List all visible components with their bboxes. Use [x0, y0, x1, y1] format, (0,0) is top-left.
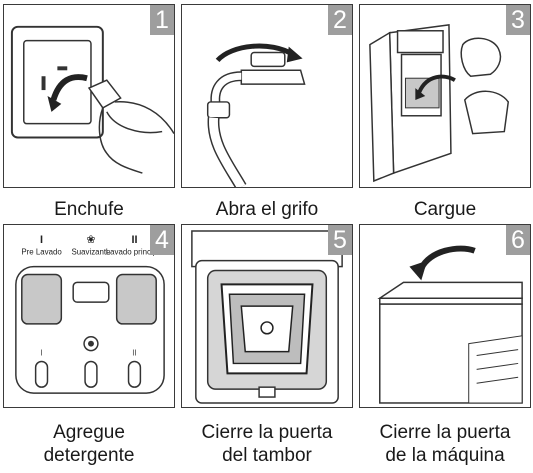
- step-4-panel: I Pre Lavado ❀ Suavizante II Lavado prin…: [3, 224, 175, 408]
- slot-mark-1: I: [40, 349, 42, 358]
- faucet-handle: [250, 51, 286, 68]
- cable: [98, 107, 143, 174]
- close-arrow: [418, 245, 476, 271]
- step-3-caption: Cargue: [413, 199, 477, 220]
- step-number-badge: 1: [150, 5, 174, 35]
- pre-wash-label: Pre Lavado: [21, 248, 62, 257]
- step-number-badge: 3: [506, 5, 530, 35]
- step-3-panel: 3: [359, 4, 531, 188]
- step-5-panel: 5: [181, 224, 353, 408]
- step-number-badge: 5: [328, 225, 352, 255]
- drum-door-illustration: [191, 230, 343, 404]
- turn-arrow: [215, 43, 295, 63]
- step-number-badge: 4: [150, 225, 174, 255]
- plug-socket-illustration: [10, 25, 174, 174]
- drain-slot: [84, 360, 98, 388]
- drum-opening: [404, 77, 440, 109]
- main-wash-mark: II: [131, 234, 137, 246]
- loading-laundry-illustration: [369, 23, 510, 183]
- step-1-panel: 1: [3, 4, 175, 188]
- slot-mark-2: II: [132, 349, 136, 358]
- step-1-caption: Enchufe: [54, 199, 124, 220]
- drain-slot: [34, 360, 49, 388]
- step-2-panel: 2: [181, 4, 353, 188]
- hose-connector: [206, 101, 231, 119]
- garment-shirt: [460, 37, 502, 77]
- main-wash-label: Lavado principal: [106, 248, 164, 257]
- faucet-illustration: [206, 43, 306, 187]
- step-number-badge: 2: [328, 5, 352, 35]
- step-number-badge: 6: [506, 225, 530, 255]
- insert-arrow: [50, 74, 88, 101]
- machine-lid-illustration: [377, 245, 523, 404]
- pre-wash-mark: I: [40, 234, 43, 246]
- machine-lid: [377, 281, 523, 299]
- control-panel: [396, 30, 444, 54]
- main-wash-compartment: [115, 273, 157, 325]
- step-2-caption: Abra el grifo: [215, 199, 319, 220]
- door-latch: [260, 321, 274, 335]
- softener-label: Suavizante: [71, 248, 111, 257]
- garment-sweater: [463, 90, 510, 135]
- plug: [87, 79, 122, 109]
- step-6-panel: 6: [359, 224, 531, 408]
- drain-slot: [127, 360, 142, 388]
- pre-wash-compartment: [21, 273, 63, 325]
- detergent-dispenser-illustration: I Pre Lavado ❀ Suavizante II Lavado prin…: [15, 234, 165, 394]
- load-arrow: [417, 74, 456, 93]
- softener-compartment: [72, 281, 110, 303]
- softener-flower-icon: ❀: [86, 234, 95, 246]
